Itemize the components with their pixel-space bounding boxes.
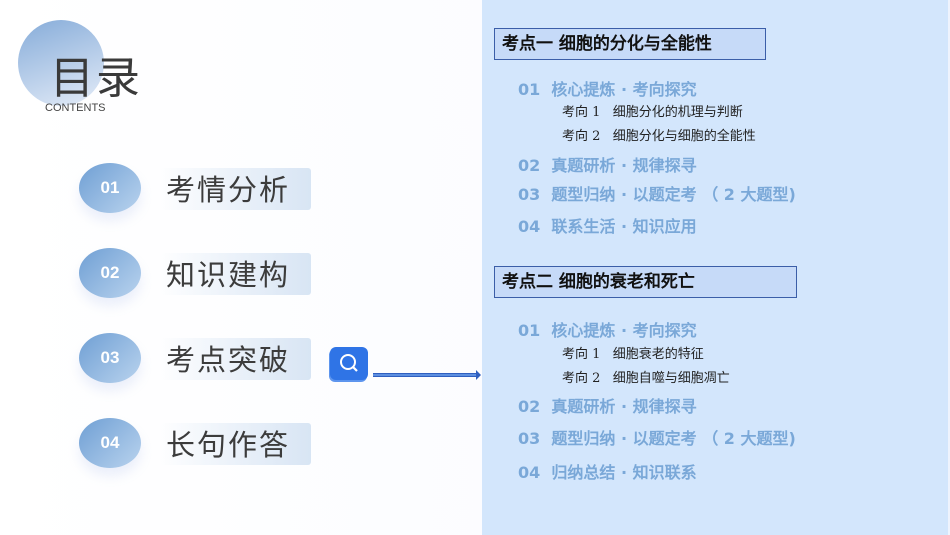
search-icon <box>340 354 358 372</box>
section-2-line-4[interactable]: 04 归纳总结 · 知识联系 <box>518 463 697 482</box>
section-2-line-3[interactable]: 03 题型归纳 · 以题定考 （ 2 大题型) <box>518 429 796 448</box>
page-subtitle: CONTENTS <box>45 102 106 114</box>
section-1-line-2[interactable]: 02 真题研析 · 规律探寻 <box>518 156 697 175</box>
item-number-02: 02 <box>79 248 141 298</box>
menu-item-1[interactable]: 考情分析 <box>160 168 311 210</box>
section-1-line-4[interactable]: 04 联系生活 · 知识应用 <box>518 217 697 236</box>
arrow-connector <box>373 370 481 380</box>
section-1-line-1[interactable]: 01 核心提炼 · 考向探究 <box>518 80 697 99</box>
item-number-01: 01 <box>79 163 141 213</box>
page-title: 目录 <box>50 53 142 104</box>
item-number-03: 03 <box>79 333 141 383</box>
section-2-sub-1[interactable]: 考向 1 细胞衰老的特征 <box>562 347 704 362</box>
section-2-sub-2[interactable]: 考向 2 细胞自噬与细胞凋亡 <box>562 371 730 386</box>
menu-item-3[interactable]: 考点突破 <box>160 338 311 380</box>
decorative-circle <box>18 20 104 106</box>
search-button[interactable] <box>330 347 368 380</box>
item-number-04: 04 <box>79 418 141 468</box>
menu-item-4[interactable]: 长句作答 <box>160 423 311 465</box>
section-2-title: 考点二 细胞的衰老和死亡 <box>494 266 797 298</box>
detail-panel: 考点一 细胞的分化与全能性 01 核心提炼 · 考向探究 考向 1 细胞分化的机… <box>482 0 948 535</box>
section-1-line-3[interactable]: 03 题型归纳 · 以题定考 （ 2 大题型) <box>518 185 796 204</box>
section-1-sub-1[interactable]: 考向 1 细胞分化的机理与判断 <box>562 105 743 120</box>
section-1-sub-2[interactable]: 考向 2 细胞分化与细胞的全能性 <box>562 129 756 144</box>
menu-item-2[interactable]: 知识建构 <box>160 253 311 295</box>
section-1-title: 考点一 细胞的分化与全能性 <box>494 28 766 60</box>
section-2-line-1[interactable]: 01 核心提炼 · 考向探究 <box>518 321 697 340</box>
section-2-line-2[interactable]: 02 真题研析 · 规律探寻 <box>518 397 697 416</box>
